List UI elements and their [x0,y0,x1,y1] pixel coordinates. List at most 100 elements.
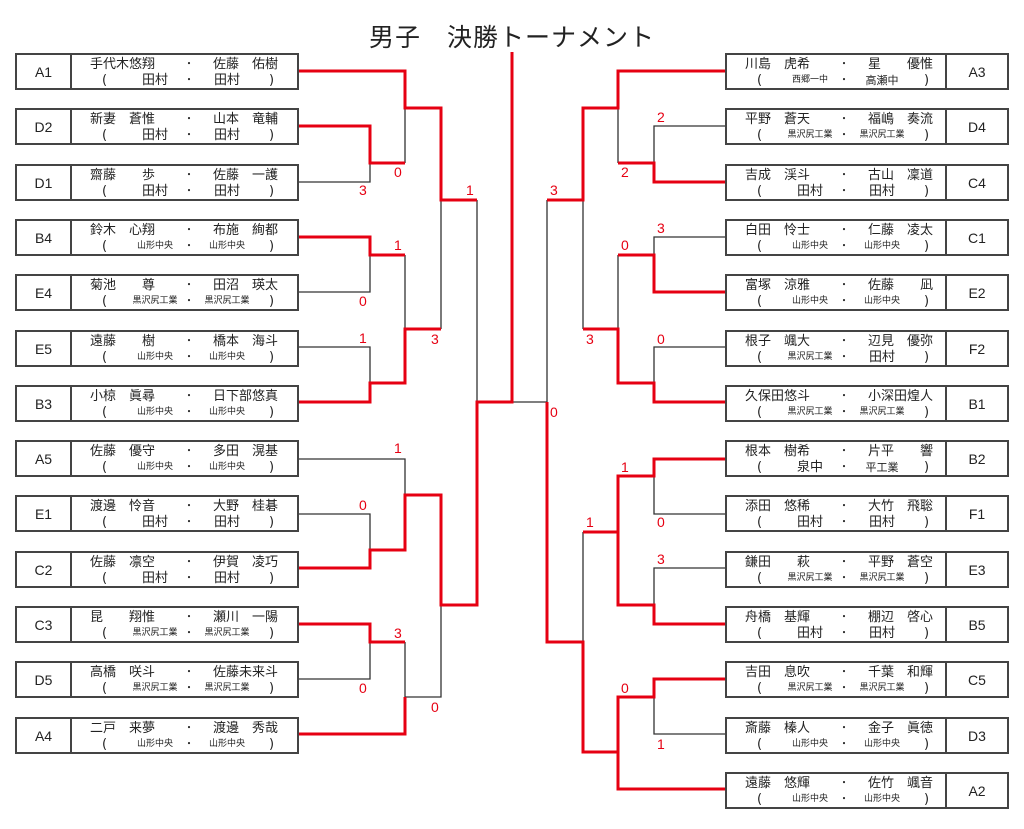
score: 3 [394,625,402,641]
school-line: (黒沢尻工業・黒沢尻工業) [727,570,945,587]
paren-close: ) [924,737,930,752]
player-name: 平野 蒼空 [868,555,934,570]
seed-label: A1 [17,55,72,88]
seed-label: A4 [17,719,72,752]
school-name: 田村 [796,515,823,530]
winner-line [618,253,726,294]
pair-info: 佐藤 優守・多田 滉基(山形中央・山形中央) [72,442,297,475]
bracket-line [653,567,726,605]
score: 0 [394,164,402,180]
school-name: 田村 [796,184,823,199]
seed-label: E1 [17,497,72,530]
player-name: 片平 響 [868,444,934,459]
player-line: 川島 虎希・星 優惟 [727,56,945,73]
paren-close: ) [924,128,930,143]
school-name: 田村 [213,184,240,199]
school-line: (田村・田村) [72,570,297,587]
player-line: 昆 翔惟・瀬川 一陽 [72,609,297,626]
separator: ・ [839,407,849,418]
seed-label: A2 [945,774,1007,807]
separator: ・ [184,667,194,678]
paren-open: ( [757,239,763,254]
school-name: 田村 [868,626,895,641]
paren-open: ( [102,737,108,752]
separator: ・ [184,59,194,70]
pair-info: 吉田 息吹・千葉 和輝(黒沢尻工業・黒沢尻工業) [727,663,945,696]
seed-label: F1 [945,497,1007,530]
paren-open: ( [757,73,763,88]
school-name: 田村 [868,184,895,199]
school-line: (山形中央・山形中央) [727,293,945,310]
paren-close: ) [269,460,275,475]
player-name: 手代木悠翔 [90,57,156,72]
school-name: 田村 [141,73,168,88]
school-line: (黒沢尻工業・黒沢尻工業) [727,127,945,144]
player-line: 根本 樹希・片平 響 [727,443,945,460]
school-name: 黒沢尻工業 [859,683,905,693]
paren-open: ( [102,128,108,143]
school-name: 山形中央 [863,296,900,306]
score: 1 [394,237,402,253]
score: 0 [621,680,629,696]
score: 1 [466,182,474,198]
pair-info: 久保田悠斗・小深田煌人(黒沢尻工業・黒沢尻工業) [727,387,945,420]
school-name: 黒沢尻工業 [859,130,905,140]
page-title: 男子 決勝トーナメント [368,23,655,52]
paren-close: ) [924,460,930,475]
separator: ・ [839,683,849,694]
paren-open: ( [757,294,763,309]
player-line: 平野 蒼天・福嶋 奏流 [727,111,945,128]
player-name: 橋本 海斗 [213,334,279,349]
separator: ・ [839,628,849,639]
seed-label: C3 [17,608,72,641]
school-name: 田村 [796,626,823,641]
paren-open: ( [757,128,763,143]
score: 0 [431,699,439,715]
player-name: 古山 凜道 [868,168,934,183]
school-line: (黒沢尻工業・黒沢尻工業) [727,680,945,697]
bracket-line [298,642,371,680]
school-name: 黒沢尻工業 [859,407,905,417]
paren-open: ( [757,571,763,586]
paren-close: ) [924,239,930,254]
pair-info: 二戸 来夢・渡邊 秀哉(山形中央・山形中央) [72,719,297,752]
school-name: 黒沢尻工業 [787,130,833,140]
scores: 0 3 1 1 0 1 3 1 0 3 0 0 3 0 2 2 3 0 0 3 … [359,109,665,752]
player-name: 佐藤 優守 [90,444,156,459]
bracket-line [404,605,442,698]
player-name: 根子 颯大 [745,334,811,349]
school-name: 黒沢尻工業 [787,352,833,362]
separator: ・ [184,407,194,418]
separator: ・ [184,517,194,528]
school-name: 黒沢尻工業 [132,296,178,306]
winner-line [298,697,407,736]
paren-close: ) [924,515,930,530]
player-name: 千葉 和輝 [868,665,934,680]
winner-line [298,235,405,257]
paren-open: ( [102,460,108,475]
school-name: 黒沢尻工業 [132,628,178,638]
school-name: 山形中央 [136,407,173,417]
player-name: 白田 怜士 [745,223,811,238]
score: 3 [657,551,665,567]
pair-info: 齋藤 歩・佐藤 一護(田村・田村) [72,166,297,199]
school-line: (山形中央・山形中央) [72,459,297,476]
winner-line [583,457,726,534]
paren-close: ) [924,571,930,586]
school-line: (山形中央・山形中央) [72,238,297,255]
school-line: (黒沢尻工業・黒沢尻工業) [72,293,297,310]
score: 1 [586,514,594,530]
school-name: 田村 [868,515,895,530]
separator: ・ [184,75,194,86]
school-line: (黒沢尻工業・田村) [727,349,945,366]
separator: ・ [184,557,194,568]
school-name: 黒沢尻工業 [787,573,833,583]
separator: ・ [184,170,194,181]
bracket-line [653,476,726,515]
